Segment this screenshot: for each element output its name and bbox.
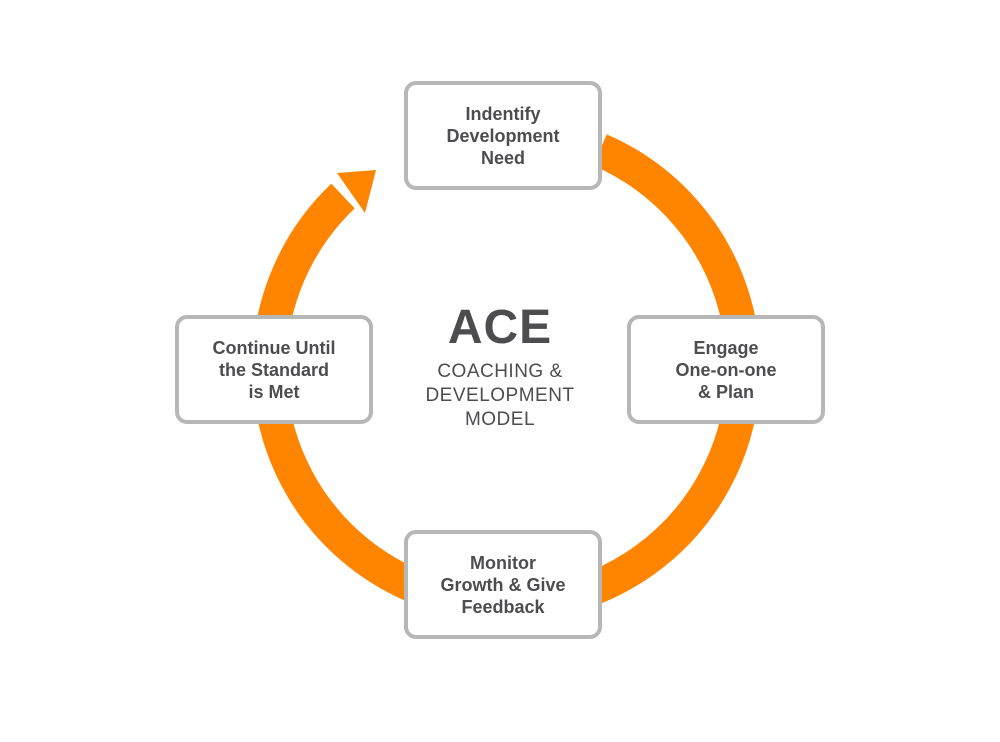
model-name: ACE <box>447 301 553 354</box>
step-engage-one-on-one: Engage One-on-one & Plan <box>627 315 825 424</box>
step-identify-development-need: Indentify Development Need <box>404 81 602 190</box>
step-monitor-label: Monitor Growth & Give Feedback <box>440 552 566 617</box>
center-model-title: ACE COACHING & DEVELOPMENT MODEL <box>400 300 600 432</box>
step-continue-label: Continue Until the Standard is Met <box>212 337 336 402</box>
model-subtitle: COACHING & DEVELOPMENT MODEL <box>425 361 575 430</box>
step-continue-until-standard: Continue Until the Standard is Met <box>175 315 373 424</box>
step-engage-label: Engage One-on-one & Plan <box>675 337 777 402</box>
cycle-arrowhead-icon <box>337 170 376 213</box>
step-monitor-growth: Monitor Growth & Give Feedback <box>404 530 602 639</box>
step-identify-label: Indentify Development Need <box>446 103 560 168</box>
